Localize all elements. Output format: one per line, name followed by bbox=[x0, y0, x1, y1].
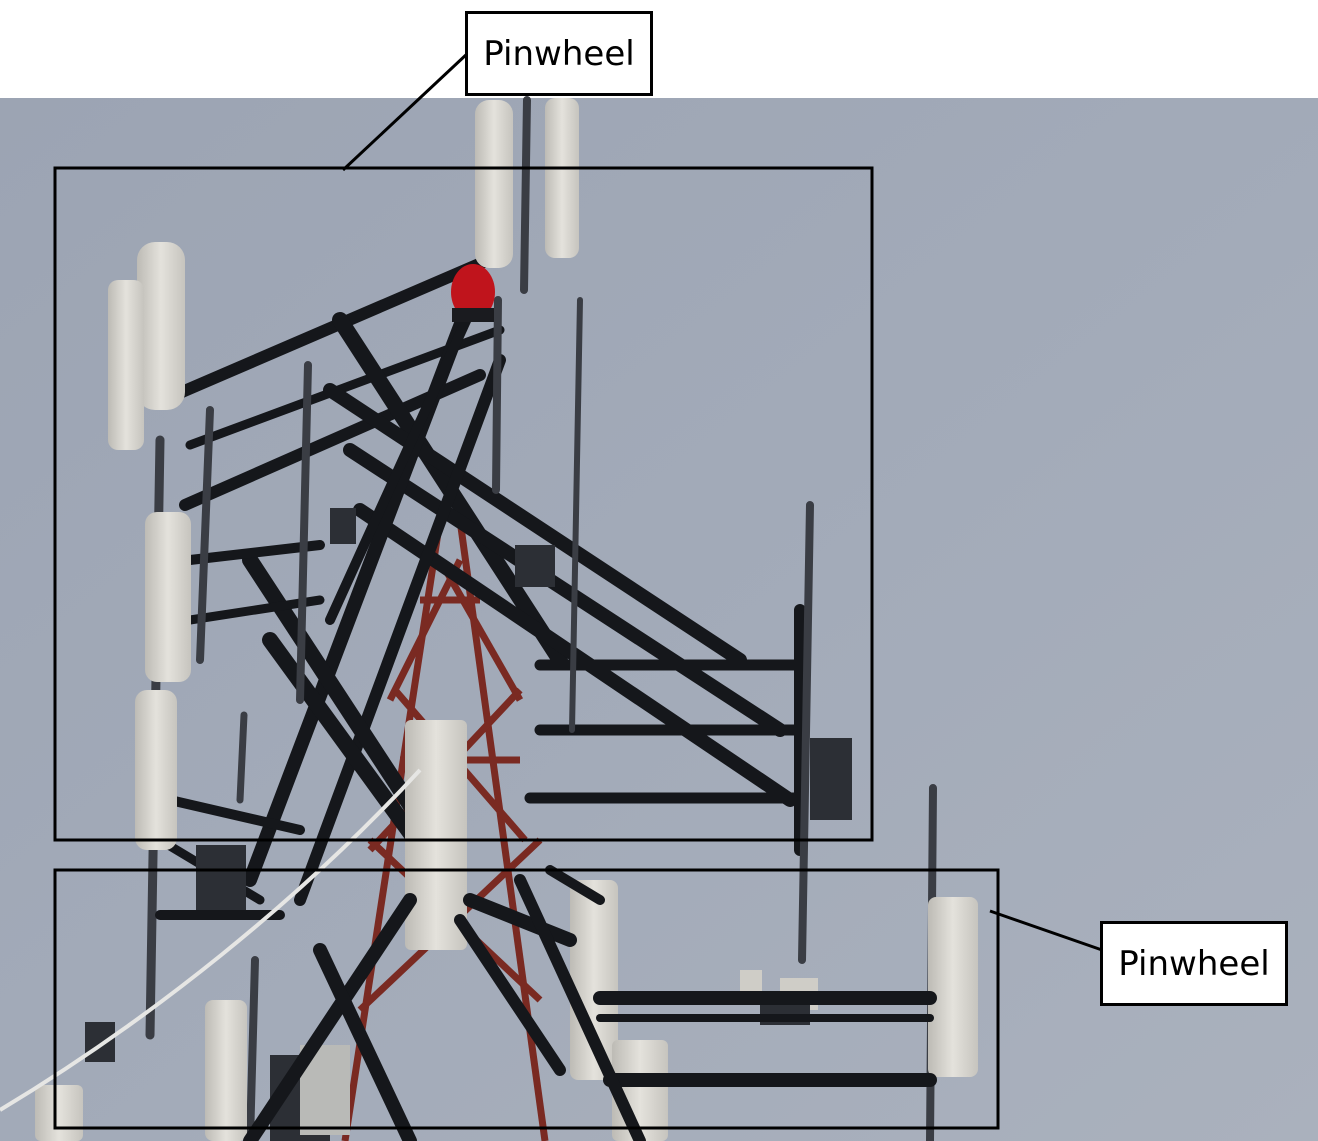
antenna-panel bbox=[475, 100, 513, 268]
antenna-panel bbox=[35, 1085, 83, 1141]
leader-line-top bbox=[341, 51, 470, 172]
antenna-panel bbox=[137, 242, 185, 410]
lower-steel-frame bbox=[155, 865, 937, 1141]
leader-line-right bbox=[989, 909, 1103, 952]
antenna-panel bbox=[928, 897, 978, 1077]
upper-steel-frame bbox=[155, 249, 806, 906]
upper-pinwheel-region bbox=[53, 166, 874, 842]
annotation-label-top: Pinwheel bbox=[465, 11, 653, 96]
antenna-panel bbox=[135, 690, 177, 850]
beacon-base bbox=[452, 308, 494, 322]
antenna-panel bbox=[405, 720, 467, 950]
beacon-light bbox=[451, 264, 495, 320]
antenna-panel bbox=[145, 512, 191, 682]
antenna-panel bbox=[545, 98, 579, 258]
antenna-panel bbox=[205, 1000, 247, 1141]
antenna-panel bbox=[570, 880, 618, 1080]
annotation-label-right: Pinwheel bbox=[1100, 921, 1288, 1006]
upper-antennas bbox=[35, 98, 978, 1141]
antenna-panel bbox=[108, 280, 144, 450]
cable bbox=[0, 768, 422, 1112]
lower-pinwheel-region bbox=[53, 868, 1000, 1130]
